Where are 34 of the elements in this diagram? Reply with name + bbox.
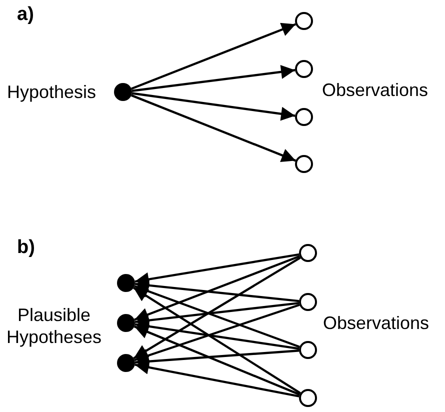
arrow: [132, 64, 296, 92]
arrow: [134, 360, 300, 398]
arrow: [134, 278, 300, 302]
open-circle-node: [299, 293, 317, 311]
arrow: [134, 302, 300, 328]
open-circle-node: [295, 60, 313, 78]
filled-circle-node: [117, 354, 135, 372]
group-label: Observations: [323, 312, 430, 334]
arrow: [134, 304, 300, 362]
open-circle-node: [295, 155, 313, 173]
node-label: Hypothesis: [7, 81, 96, 103]
open-circle-node: [299, 244, 317, 262]
arrow: [134, 255, 300, 322]
filled-circle-node: [117, 314, 135, 332]
arrow: [134, 284, 300, 348]
arrow: [134, 253, 300, 286]
arrow: [132, 92, 296, 121]
open-circle-node: [299, 389, 317, 407]
arrow: [134, 350, 300, 368]
filled-circle-node: [117, 274, 135, 292]
arrow: [130, 94, 296, 162]
arrow: [134, 325, 300, 396]
panel-label: a): [17, 4, 34, 26]
group-label: Observations: [322, 79, 428, 101]
arrow: [130, 22, 296, 90]
panel-label: b): [17, 237, 35, 259]
arrow: [133, 286, 301, 394]
open-circle-node: [295, 108, 313, 126]
filled-circle-node: [114, 83, 132, 101]
open-circle-node: [299, 341, 317, 359]
arrow: [134, 319, 300, 350]
group-label: Plausible Hypotheses: [5, 304, 103, 348]
open-circle-node: [295, 12, 313, 30]
arrow: [133, 256, 301, 360]
